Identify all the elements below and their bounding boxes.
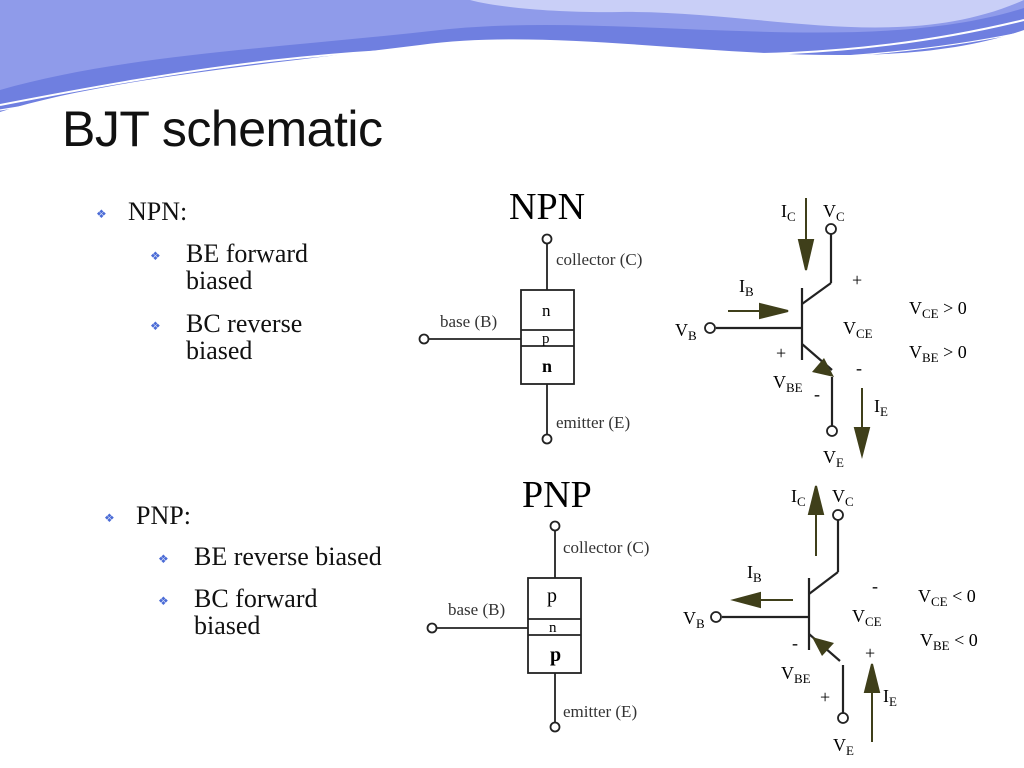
pnp-layer-top: p <box>547 585 557 607</box>
npn-vc-label: VC <box>823 201 845 224</box>
pnp-layer-mid: n <box>549 620 557 636</box>
npn-collector-label: collector (C) <box>556 250 642 269</box>
npn-vbe-label: VBE <box>773 372 803 395</box>
pnp-current-arrows <box>730 485 881 742</box>
bullet-icon: ❖ <box>150 249 161 263</box>
pnp-minus-top: - <box>872 576 878 596</box>
slide-title: BJT schematic <box>62 101 383 157</box>
npn-base-label: base (B) <box>440 312 497 331</box>
bullet-text: BC reverse biased <box>186 309 303 365</box>
npn-transistor-symbol <box>704 223 838 437</box>
npn-vce-condition: VCE > 0 <box>909 298 967 321</box>
pnp-emitter-arrow <box>812 637 834 656</box>
npn-minus-right: - <box>856 358 862 378</box>
pnp-vb-label: VB <box>683 608 705 631</box>
bullet-text: PNP: <box>136 501 191 530</box>
pnp-vbe-condition: VBE < 0 <box>920 630 978 653</box>
pnp-vbe-label: VBE <box>781 663 811 686</box>
pnp-title: PNP <box>522 474 592 516</box>
pnp-base-label: base (B) <box>448 600 505 619</box>
pnp-layer-bottom: p <box>550 644 561 666</box>
npn-ie-label: IE <box>874 396 888 419</box>
npn-current-arrows <box>728 198 871 459</box>
pnp-ib-label: IB <box>747 562 762 585</box>
pnp-ic-label: IC <box>791 486 806 509</box>
npn-minus-emitter: - <box>814 384 820 404</box>
bullet-text: BE reverse biased <box>194 542 382 571</box>
pnp-vce-condition: VCE < 0 <box>918 586 976 609</box>
npn-ic-label: IC <box>781 201 796 224</box>
pnp-plus-emitter: + <box>820 687 830 707</box>
npn-layer-bottom: n <box>542 356 552 376</box>
npn-plus-base: + <box>776 343 786 363</box>
bullet-icon: ❖ <box>96 207 107 221</box>
npn-vce-label: VCE <box>843 318 873 341</box>
npn-layer-mid: p <box>542 331 550 347</box>
bullet-text: NPN: <box>128 197 188 226</box>
bullet-icon: ❖ <box>158 552 169 566</box>
npn-plus-top: + <box>852 270 862 290</box>
pnp-ve-label: VE <box>833 735 854 758</box>
npn-title: NPN <box>509 186 585 228</box>
bullet-icon: ❖ <box>158 594 169 608</box>
pnp-plus-right: + <box>865 643 875 663</box>
npn-emitter-arrow <box>812 358 834 377</box>
npn-emitter-label: emitter (E) <box>556 413 630 432</box>
bullet-text: BE forward biased <box>186 239 309 295</box>
npn-structure <box>418 233 575 445</box>
pnp-transistor-symbol <box>710 509 849 724</box>
pnp-vce-label: VCE <box>852 606 882 629</box>
npn-layer-top: n <box>542 301 551 320</box>
pnp-ie-label: IE <box>883 686 897 709</box>
npn-vb-label: VB <box>675 320 697 343</box>
pnp-vc-label: VC <box>832 486 854 509</box>
npn-vbe-condition: VBE > 0 <box>909 342 967 365</box>
header-wave-banner <box>0 0 1024 112</box>
bullet-text: BC forward biased <box>194 584 318 640</box>
pnp-minus-base: - <box>792 633 798 653</box>
pnp-collector-label: collector (C) <box>563 538 649 557</box>
pnp-structure <box>426 520 582 733</box>
pnp-emitter-label: emitter (E) <box>563 702 637 721</box>
bullet-icon: ❖ <box>150 319 161 333</box>
npn-ve-label: VE <box>823 447 844 470</box>
bullet-icon: ❖ <box>104 511 115 525</box>
npn-ib-label: IB <box>739 276 754 299</box>
